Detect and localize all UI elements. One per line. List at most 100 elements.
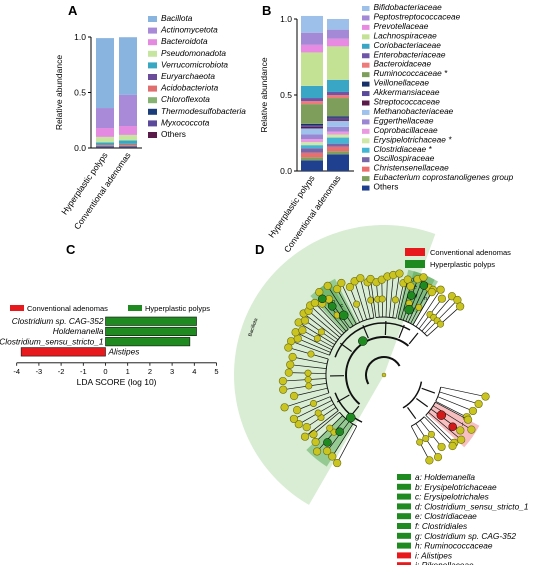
bar-segment	[96, 144, 114, 146]
clade-letter: f	[416, 294, 418, 300]
tree-branch	[326, 421, 350, 452]
tree-node	[326, 424, 334, 432]
tree-node	[367, 296, 375, 304]
legend-label: Veillonellaceae	[374, 78, 430, 88]
tree-node	[284, 343, 293, 352]
legend-swatch	[362, 119, 370, 125]
tree-branch	[290, 340, 330, 356]
bar-segment	[119, 37, 137, 95]
key-swatch	[397, 483, 411, 490]
significant-node	[407, 291, 416, 300]
legend-label: Methanobacteriaceae	[374, 106, 454, 116]
tree-branch	[309, 305, 343, 336]
tree-branch	[408, 332, 419, 345]
legend-label: Christensenellaceae	[374, 163, 450, 173]
x-tick-label: -4	[13, 367, 20, 376]
bar-segment	[96, 145, 114, 146]
tree-node	[304, 376, 312, 384]
bar-segment	[96, 136, 114, 143]
clade-letter: d	[411, 277, 414, 283]
tree-node	[289, 391, 299, 401]
legend-label: Streptococcaceae	[374, 97, 441, 107]
key-label: j: Rikenellaceae	[414, 560, 474, 565]
legend-swatch	[405, 260, 425, 268]
tree-branch	[354, 281, 367, 320]
legend-swatch	[148, 27, 157, 34]
bar-segment	[119, 147, 137, 148]
bar-segment	[96, 38, 114, 109]
tree-branch	[293, 387, 328, 397]
bar-segment	[301, 32, 323, 45]
tree-branch	[439, 391, 479, 405]
legend-label: Clostridiaceae *	[374, 144, 433, 154]
lda-bar	[105, 326, 197, 337]
y-tick-label: 0.0	[74, 143, 86, 153]
key-label: h: Ruminococcaceae	[415, 541, 493, 551]
tree-branch	[304, 410, 339, 437]
y-axis-label: Relative abundance	[54, 55, 64, 130]
tree-branch	[314, 302, 345, 334]
legend-swatch	[405, 248, 425, 256]
x-tick-label: 5	[214, 367, 218, 376]
bar-segment	[96, 142, 114, 145]
legend-swatch	[10, 305, 24, 311]
tree-node	[300, 432, 310, 441]
key-label: b: Erysipelotrichaceae	[415, 482, 497, 492]
legend-label: Eggerthellaceae	[374, 115, 434, 125]
tree-branch	[421, 387, 436, 394]
tree-node	[395, 269, 404, 278]
legend-swatch	[148, 16, 157, 22]
tree-node	[310, 298, 319, 308]
y-tick-label: 0.0	[280, 166, 292, 176]
significant-node	[346, 412, 356, 423]
bar-segment	[96, 146, 114, 148]
legend-swatch	[362, 100, 370, 106]
bar-segment	[327, 119, 349, 121]
tree-branch	[336, 394, 350, 403]
tree-node	[313, 334, 321, 342]
tree-node	[309, 430, 318, 439]
tree-branch	[283, 383, 327, 391]
tree-node	[463, 415, 473, 424]
bar-segment	[327, 137, 349, 144]
tree-branch	[412, 324, 428, 337]
tree-branch	[398, 324, 405, 339]
tree-node	[322, 446, 332, 456]
tree-node	[333, 458, 342, 468]
tree-branch	[424, 416, 453, 447]
legend-label: Ruminococcaceae *	[374, 68, 449, 78]
bar-segment	[327, 98, 349, 117]
tree-node	[304, 369, 312, 377]
x-tick-label: -2	[58, 367, 65, 376]
legend-swatch	[362, 147, 370, 153]
tree-branch	[428, 412, 462, 441]
legend-label: Chloroflexota	[161, 94, 210, 104]
bar-segment	[301, 126, 323, 129]
bar-segment	[96, 147, 114, 148]
x-tick-label: -3	[36, 367, 43, 376]
key-swatch	[397, 552, 411, 559]
tree-node	[378, 295, 386, 303]
tree-node	[289, 414, 299, 424]
bar-segment	[119, 126, 137, 135]
bar-segment	[96, 108, 114, 129]
legend-label: Bifidobacteriaceae	[374, 2, 443, 12]
tree-branch	[407, 407, 417, 420]
bar-segment	[327, 116, 349, 118]
key-label: i: Alistipes	[415, 550, 452, 560]
legend-label: Enterobacteriaceae	[374, 49, 446, 59]
tree-node	[337, 278, 346, 288]
y-tick-label: 0.5	[280, 90, 292, 100]
tree-node	[437, 294, 447, 303]
bar-segment	[301, 125, 323, 127]
legend-swatch	[148, 132, 157, 138]
tree-node	[456, 302, 465, 311]
legend-label: Others	[161, 129, 186, 139]
tree-node	[278, 376, 288, 386]
legend-label: Hyperplastic polyps	[430, 260, 495, 269]
legend-label: Pseudomonadota	[161, 48, 226, 58]
significant-node	[335, 427, 344, 436]
x-tick-label: 4	[192, 367, 196, 376]
